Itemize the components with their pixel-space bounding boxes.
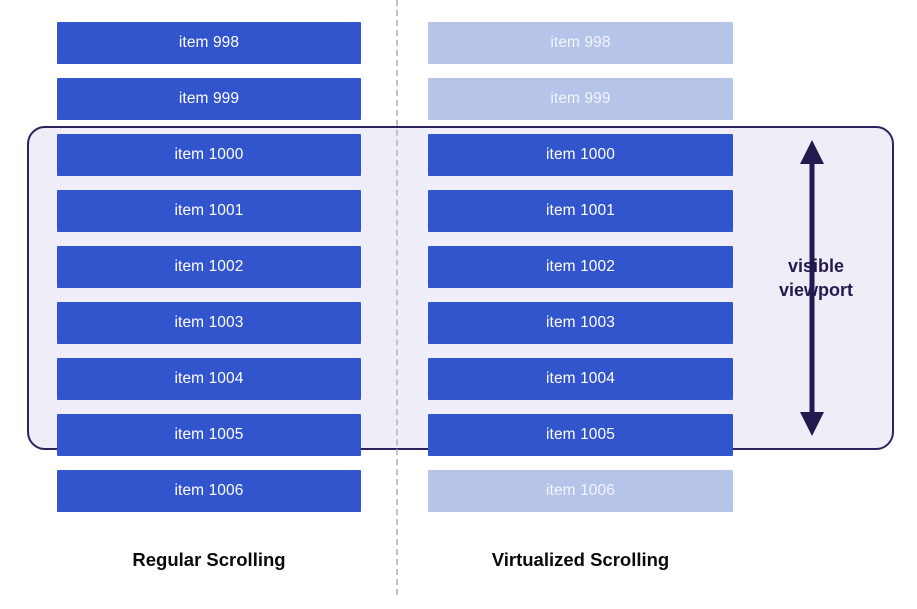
list-item[interactable]: item 1005 bbox=[57, 414, 361, 456]
list-item[interactable]: item 998 bbox=[57, 22, 361, 64]
list-item-label: item 1006 bbox=[546, 482, 615, 499]
list-item-label: item 998 bbox=[550, 34, 611, 51]
list-item-label: item 999 bbox=[178, 90, 240, 107]
list-item[interactable]: item 998 bbox=[428, 22, 733, 64]
list-item[interactable]: item 1003 bbox=[57, 302, 361, 344]
list-item-label: item 1002 bbox=[546, 258, 615, 275]
list-item-label: item 998 bbox=[178, 34, 240, 51]
regular-scrolling-column: item 998 item 999 item 1000 item 1001 item 1… bbox=[57, 22, 361, 526]
list-item[interactable]: item 1000 bbox=[428, 134, 733, 176]
list-item-label: item 1004 bbox=[174, 370, 244, 387]
virtualized-scrolling-column: item 998 item 999 item 1000 item 1001 item 1… bbox=[428, 22, 733, 526]
list-item[interactable]: item 1003 bbox=[428, 302, 733, 344]
visible-viewport-label-line2: viewport bbox=[778, 279, 853, 300]
visible-viewport-label-line1: visible bbox=[787, 256, 845, 276]
list-item-label: item 1000 bbox=[546, 146, 615, 163]
list-item-label: item 1002 bbox=[174, 258, 244, 275]
regular-scrolling-caption: Regular Scrolling bbox=[132, 549, 286, 570]
double-headed-vertical-arrow bbox=[795, 138, 829, 438]
list-item-label: item 1005 bbox=[546, 426, 615, 443]
list-item[interactable]: item 1006 bbox=[428, 470, 733, 512]
list-item[interactable]: item 1001 bbox=[57, 190, 361, 232]
list-item-label: item 999 bbox=[550, 90, 611, 107]
virtualized-scrolling-caption: Virtualized Scrolling bbox=[491, 549, 670, 570]
list-item[interactable]: item 999 bbox=[428, 78, 733, 120]
list-item-label: item 1001 bbox=[174, 202, 244, 219]
list-item-label: item 1004 bbox=[546, 370, 615, 387]
list-item-label: item 1000 bbox=[174, 146, 244, 163]
visible-viewport-label: visible viewport bbox=[756, 255, 876, 303]
list-item[interactable]: item 1005 bbox=[428, 414, 733, 456]
list-item[interactable]: item 999 bbox=[57, 78, 361, 120]
list-item-label: item 1001 bbox=[546, 202, 615, 219]
list-item-label: item 1003 bbox=[546, 314, 615, 331]
list-item[interactable]: item 1001 bbox=[428, 190, 733, 232]
list-item[interactable]: item 1002 bbox=[428, 246, 733, 288]
list-item-label: item 1003 bbox=[174, 314, 244, 331]
column-divider bbox=[396, 0, 398, 595]
list-item[interactable]: item 1004 bbox=[428, 358, 733, 400]
list-item[interactable]: item 1004 bbox=[57, 358, 361, 400]
list-item[interactable]: item 1006 bbox=[57, 470, 361, 512]
list-item-label: item 1006 bbox=[174, 482, 244, 499]
list-item-label: item 1005 bbox=[174, 426, 244, 443]
list-item[interactable]: item 1002 bbox=[57, 246, 361, 288]
list-item[interactable]: item 1000 bbox=[57, 134, 361, 176]
